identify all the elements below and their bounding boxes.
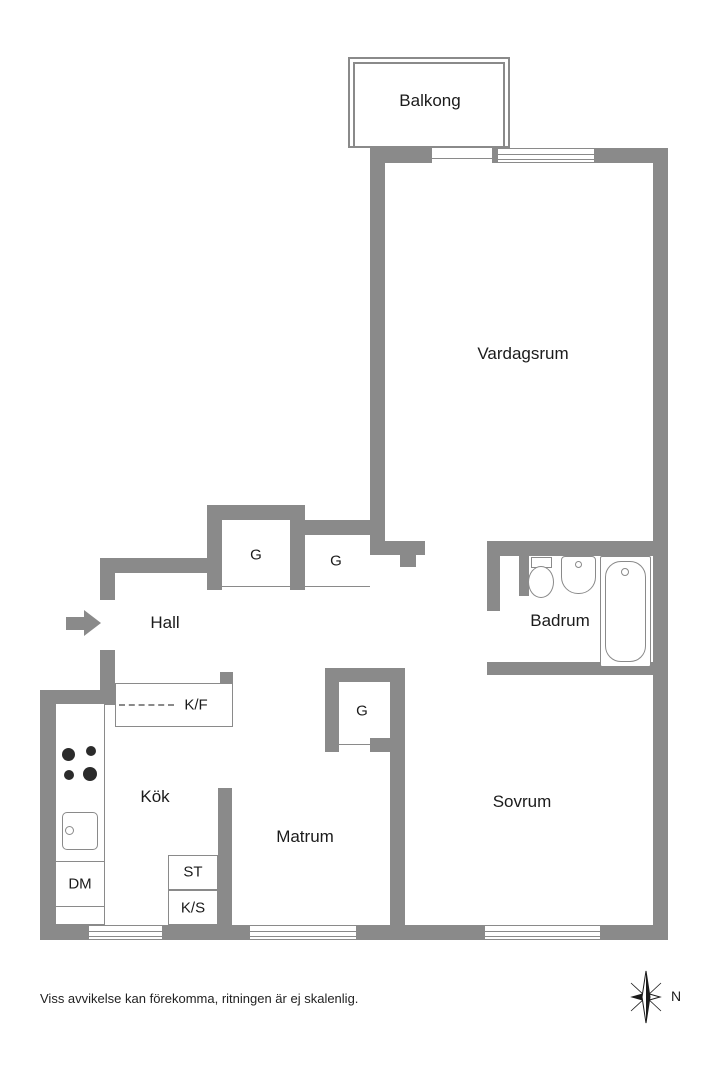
room-label-vardagsrum: Vardagsrum — [477, 344, 569, 363]
window — [249, 925, 357, 940]
bathtub-icon — [600, 556, 651, 667]
stove-icon — [56, 740, 106, 792]
window-line — [498, 153, 594, 160]
entry-arrow — [66, 617, 84, 630]
stove-burner — [83, 767, 97, 781]
room-label-matrum: Matrum — [276, 827, 334, 846]
wall-segment — [325, 668, 405, 682]
stove-burner — [86, 746, 96, 756]
wall-segment — [40, 690, 115, 705]
sink-tap — [575, 561, 582, 568]
wall-segment — [218, 788, 232, 925]
wall-segment — [519, 556, 529, 596]
closet-front-line — [222, 586, 290, 587]
kitchen-sink-basin — [62, 812, 98, 850]
cabinet-label-kf: K/F — [184, 696, 208, 714]
wall-segment — [220, 672, 233, 684]
wall-segment — [100, 558, 222, 573]
window — [88, 925, 163, 940]
wall-segment — [207, 505, 305, 520]
wall-segment — [290, 505, 305, 590]
wall-segment — [492, 148, 498, 163]
wall-segment — [487, 541, 500, 611]
bathtub-inner — [605, 561, 646, 662]
cabinet-st-box — [168, 855, 218, 890]
dishwasher-box — [55, 861, 105, 907]
balcony-inner-outline — [353, 62, 505, 146]
wall-segment — [390, 668, 405, 925]
closet-label-g: G — [250, 546, 262, 564]
closet-front-line — [339, 744, 370, 745]
toilet-bowl — [528, 566, 554, 598]
wall-segment — [40, 690, 55, 940]
wall-segment — [370, 148, 385, 555]
window-line — [89, 930, 162, 937]
wall-segment — [400, 555, 416, 567]
wall-segment — [163, 925, 249, 940]
entry-arrow-head — [84, 610, 101, 636]
wall-segment — [487, 541, 668, 556]
wall-segment — [370, 541, 425, 555]
wall-segment — [325, 668, 339, 752]
room-label-badrum: Badrum — [530, 611, 590, 630]
wall-segment — [595, 148, 668, 163]
fridge-freezer-dash-line — [119, 704, 174, 706]
appliance-label-dm: DM — [68, 875, 92, 893]
stove-burner — [62, 748, 75, 761]
cabinet-label-ks: K/S — [180, 899, 206, 917]
room-label-balkong: Balkong — [399, 91, 461, 110]
window — [484, 925, 601, 940]
wall-segment — [100, 650, 115, 705]
room-label-kok: Kök — [140, 787, 170, 806]
wall-segment — [357, 925, 484, 940]
disclaimer-text: Viss avvikelse kan förekomma, ritningen … — [40, 991, 359, 1006]
toilet-icon — [527, 557, 557, 601]
kitchen-sink-tap — [65, 826, 74, 835]
sink-basin — [561, 556, 596, 594]
window — [497, 148, 595, 163]
wall-segment — [305, 520, 385, 535]
window-line — [250, 930, 356, 937]
wall-segment — [601, 925, 668, 940]
compass-rose-icon — [630, 970, 662, 1024]
window-line — [485, 930, 600, 937]
balcony-outline — [348, 57, 510, 148]
stove-burner — [64, 770, 74, 780]
sink-icon — [561, 556, 596, 594]
bathtub-drain — [621, 568, 629, 576]
room-label-hall: Hall — [150, 613, 180, 632]
kitchen-sink-icon — [57, 806, 103, 856]
wall-segment — [370, 148, 432, 163]
closet-front-line — [305, 586, 370, 587]
closet-label-g: G — [356, 702, 368, 720]
room-label-sovrum: Sovrum — [492, 792, 552, 811]
closet-label-g: G — [330, 552, 342, 570]
wall-segment — [207, 505, 222, 590]
balcony-door-threshold — [432, 158, 492, 159]
cabinet-label-st: ST — [183, 863, 203, 881]
cabinet-ks-box — [168, 890, 218, 925]
compass-north-label: N — [670, 988, 682, 1004]
